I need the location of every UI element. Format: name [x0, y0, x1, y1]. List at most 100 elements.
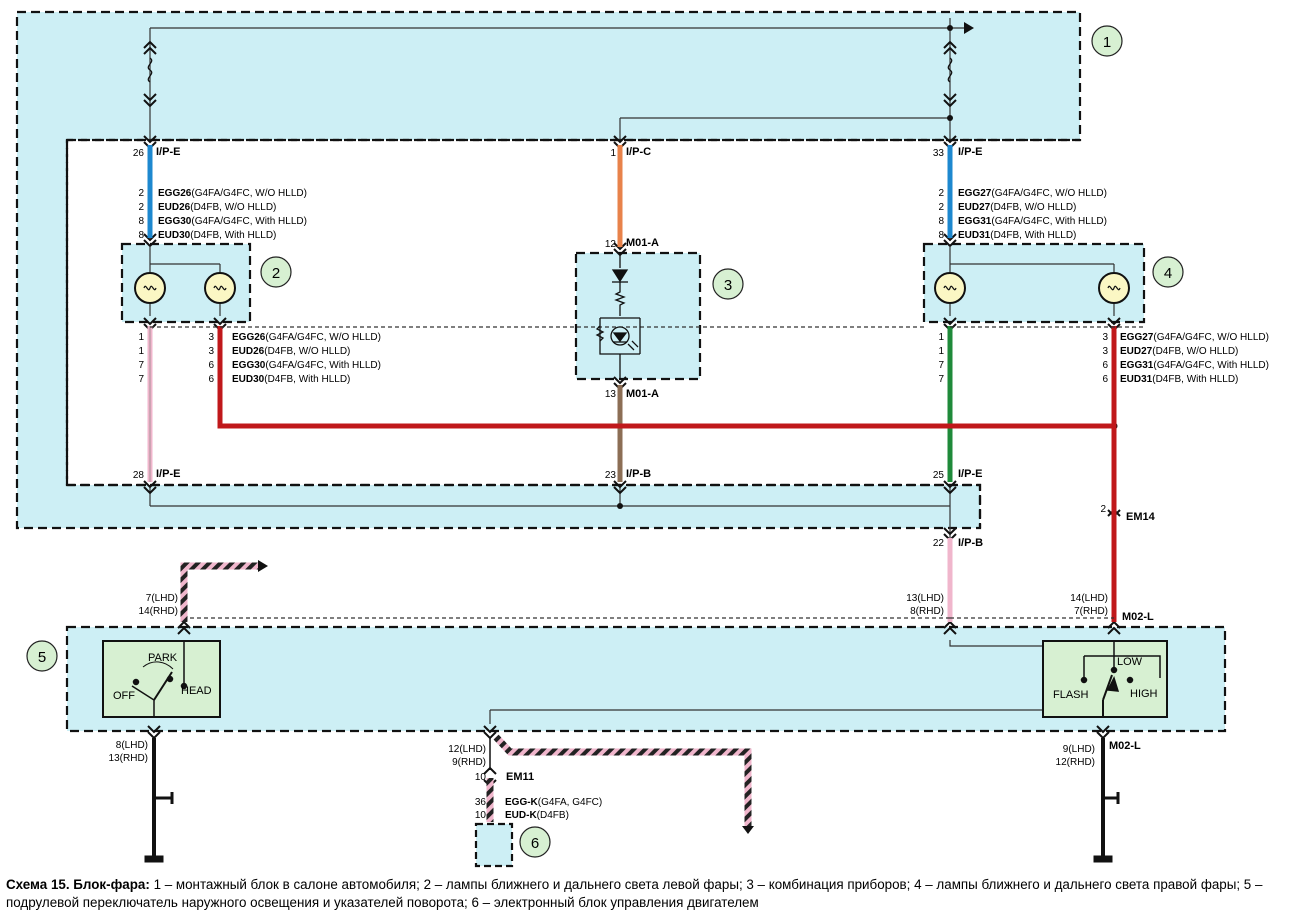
- svg-text:I/P-E: I/P-E: [156, 468, 180, 480]
- svg-text:OFF: OFF: [113, 690, 135, 702]
- svg-text:1: 1: [138, 346, 144, 357]
- svg-text:2: 2: [938, 202, 944, 213]
- svg-text:8(RHD): 8(RHD): [910, 606, 944, 617]
- callout-2: 2: [272, 265, 280, 282]
- svg-text:EGG27(G4FA/G4FC, W/O HLLD): EGG27(G4FA/G4FC, W/O HLLD): [1120, 332, 1269, 343]
- svg-text:8(LHD): 8(LHD): [116, 740, 148, 751]
- dimmer-switch-contacts-icon: [1080, 640, 1161, 717]
- svg-text:26: 26: [133, 148, 145, 159]
- ecu-box: [474, 822, 514, 868]
- svg-text:EGG26(G4FA/G4FC, W/O HLLD): EGG26(G4FA/G4FC, W/O HLLD): [232, 332, 381, 343]
- switch-labels: PARK OFF HEAD LOW FLASH HIGH: [113, 652, 1158, 702]
- svg-text:7(RHD): 7(RHD): [1074, 606, 1108, 617]
- svg-text:36: 36: [475, 797, 487, 808]
- svg-text:33: 33: [933, 148, 945, 159]
- light-switch-contacts-icon: [131, 640, 188, 717]
- svg-text:1: 1: [138, 332, 144, 343]
- svg-text:FLASH: FLASH: [1053, 689, 1089, 701]
- fuse-icon: [147, 57, 953, 83]
- thin-wires-lower: [150, 326, 1144, 724]
- svg-text:8: 8: [938, 230, 944, 241]
- svg-text:EUD31(D4FB, With HLLD): EUD31(D4FB, With HLLD): [958, 230, 1076, 241]
- svg-text:EUD26(D4FB, W/O HLLD): EUD26(D4FB, W/O HLLD): [232, 346, 350, 357]
- callout-6: 6: [531, 835, 539, 852]
- light-switch-box: [102, 640, 221, 718]
- svg-text:9(LHD): 9(LHD): [1063, 744, 1095, 755]
- caption-body: 1 – монтажный блок в салоне автомобиля; …: [6, 877, 1263, 910]
- svg-text:HEAD: HEAD: [181, 685, 212, 697]
- svg-text:1: 1: [610, 148, 616, 159]
- dimmer-switch-box: [1042, 640, 1168, 718]
- svg-text:I/P-B: I/P-B: [958, 537, 983, 549]
- svg-text:3: 3: [208, 332, 214, 343]
- svg-text:8: 8: [938, 216, 944, 227]
- callout-4: 4: [1164, 265, 1172, 282]
- svg-text:12: 12: [605, 239, 617, 250]
- svg-text:12(LHD): 12(LHD): [448, 744, 486, 755]
- svg-text:1: 1: [938, 346, 944, 357]
- svg-text:2: 2: [1100, 504, 1106, 515]
- svg-text:13(RHD): 13(RHD): [109, 753, 148, 764]
- colored-wires: [147, 145, 1117, 858]
- svg-text:2: 2: [138, 202, 144, 213]
- svg-text:M02-L: M02-L: [1109, 740, 1141, 752]
- svg-text:6: 6: [208, 360, 214, 371]
- svg-text:EUD-K(D4FB): EUD-K(D4FB): [505, 810, 569, 821]
- callout-5: 5: [38, 649, 46, 666]
- svg-text:I/P-E: I/P-E: [156, 146, 180, 158]
- svg-text:10: 10: [475, 772, 487, 783]
- connector-labels: I/P-E I/P-C I/P-E M01-A M01-A I/P-E I/P-…: [156, 146, 1156, 783]
- svg-text:8: 8: [138, 216, 144, 227]
- svg-text:EGG27(G4FA/G4FC, W/O HLLD): EGG27(G4FA/G4FC, W/O HLLD): [958, 188, 1107, 199]
- block1-inner-border: [65, 138, 1080, 528]
- svg-text:6: 6: [1102, 360, 1108, 371]
- svg-text:23: 23: [605, 470, 617, 481]
- svg-text:EGG31(G4FA/G4FC, With HLLD): EGG31(G4FA/G4FC, With HLLD): [1120, 360, 1269, 371]
- svg-text:M01-A: M01-A: [626, 388, 659, 400]
- caption-title: Схема 15. Блок-фара:: [6, 877, 150, 892]
- wire-codes-right-bottom: 1 1 7 7 3 EGG27(G4FA/G4FC, W/O HLLD) 3 E…: [938, 332, 1269, 385]
- svg-text:PARK: PARK: [148, 652, 178, 664]
- svg-text:10: 10: [475, 810, 487, 821]
- svg-text:1: 1: [938, 332, 944, 343]
- svg-text:9(RHD): 9(RHD): [452, 757, 486, 768]
- svg-text:8: 8: [138, 230, 144, 241]
- svg-text:2: 2: [938, 188, 944, 199]
- indicator-led-icon: [595, 255, 641, 380]
- svg-text:25: 25: [933, 470, 945, 481]
- instrument-cluster-box: [574, 251, 702, 381]
- svg-text:EGG26(G4FA/G4FC, W/O HLLD): EGG26(G4FA/G4FC, W/O HLLD): [158, 188, 307, 199]
- svg-text:EM14: EM14: [1126, 511, 1156, 523]
- svg-text:28: 28: [133, 470, 145, 481]
- wire-codes-right-top: 2 EGG27(G4FA/G4FC, W/O HLLD) 2 EUD27(D4F…: [938, 188, 1107, 241]
- top-arrow-icon: [964, 22, 974, 34]
- svg-text:I/P-B: I/P-B: [626, 468, 651, 480]
- wiring-diagram: 1 2 3 4 5 6 I/P-E I/P-C I/P-E M01-A M01-…: [15, 10, 1269, 868]
- switch-block-panel: [65, 625, 1227, 733]
- figure-caption: Схема 15. Блок-фара: 1 – монтажный блок …: [6, 876, 1286, 912]
- svg-text:M01-A: M01-A: [626, 237, 659, 249]
- wire-codes-left-top: 2 EGG26(G4FA/G4FC, W/O HLLD) 2 EUD26(D4F…: [138, 188, 307, 241]
- svg-text:14(RHD): 14(RHD): [139, 606, 178, 617]
- svg-text:EGG30(G4FA/G4FC, With HLLD): EGG30(G4FA/G4FC, With HLLD): [232, 360, 381, 371]
- svg-text:EUD30(D4FB, With HLLD): EUD30(D4FB, With HLLD): [158, 230, 276, 241]
- svg-text:EGG-K(G4FA, G4FC): EGG-K(G4FA, G4FC): [505, 797, 602, 808]
- svg-text:13(LHD): 13(LHD): [906, 593, 944, 604]
- wire-codes-ecu: EGG-K(G4FA, G4FC) EUD-K(D4FB): [505, 797, 602, 821]
- svg-text:22: 22: [933, 538, 945, 549]
- svg-text:12(RHD): 12(RHD): [1056, 757, 1095, 768]
- callout-3: 3: [724, 277, 732, 294]
- callout-markers: [26, 25, 1184, 858]
- ground-icon: [144, 792, 1120, 863]
- svg-text:I/P-C: I/P-C: [626, 146, 651, 158]
- svg-text:EM11: EM11: [506, 771, 534, 783]
- svg-text:EUD30(D4FB, With HLLD): EUD30(D4FB, With HLLD): [232, 374, 350, 385]
- svg-text:7: 7: [138, 374, 144, 385]
- wire-end-arrows: [258, 560, 754, 834]
- svg-text:EUD27(D4FB, W/O HLLD): EUD27(D4FB, W/O HLLD): [958, 202, 1076, 213]
- wire-codes-left-bottom: 1 1 7 7 3 EGG26(G4FA/G4FC, W/O HLLD) 3 E…: [138, 332, 381, 385]
- svg-text:I/P-E: I/P-E: [958, 146, 982, 158]
- svg-text:EGG30(G4FA/G4FC, With HLLD): EGG30(G4FA/G4FC, With HLLD): [158, 216, 307, 227]
- svg-text:2: 2: [138, 188, 144, 199]
- svg-text:EGG31(G4FA/G4FC, With HLLD): EGG31(G4FA/G4FC, With HLLD): [958, 216, 1107, 227]
